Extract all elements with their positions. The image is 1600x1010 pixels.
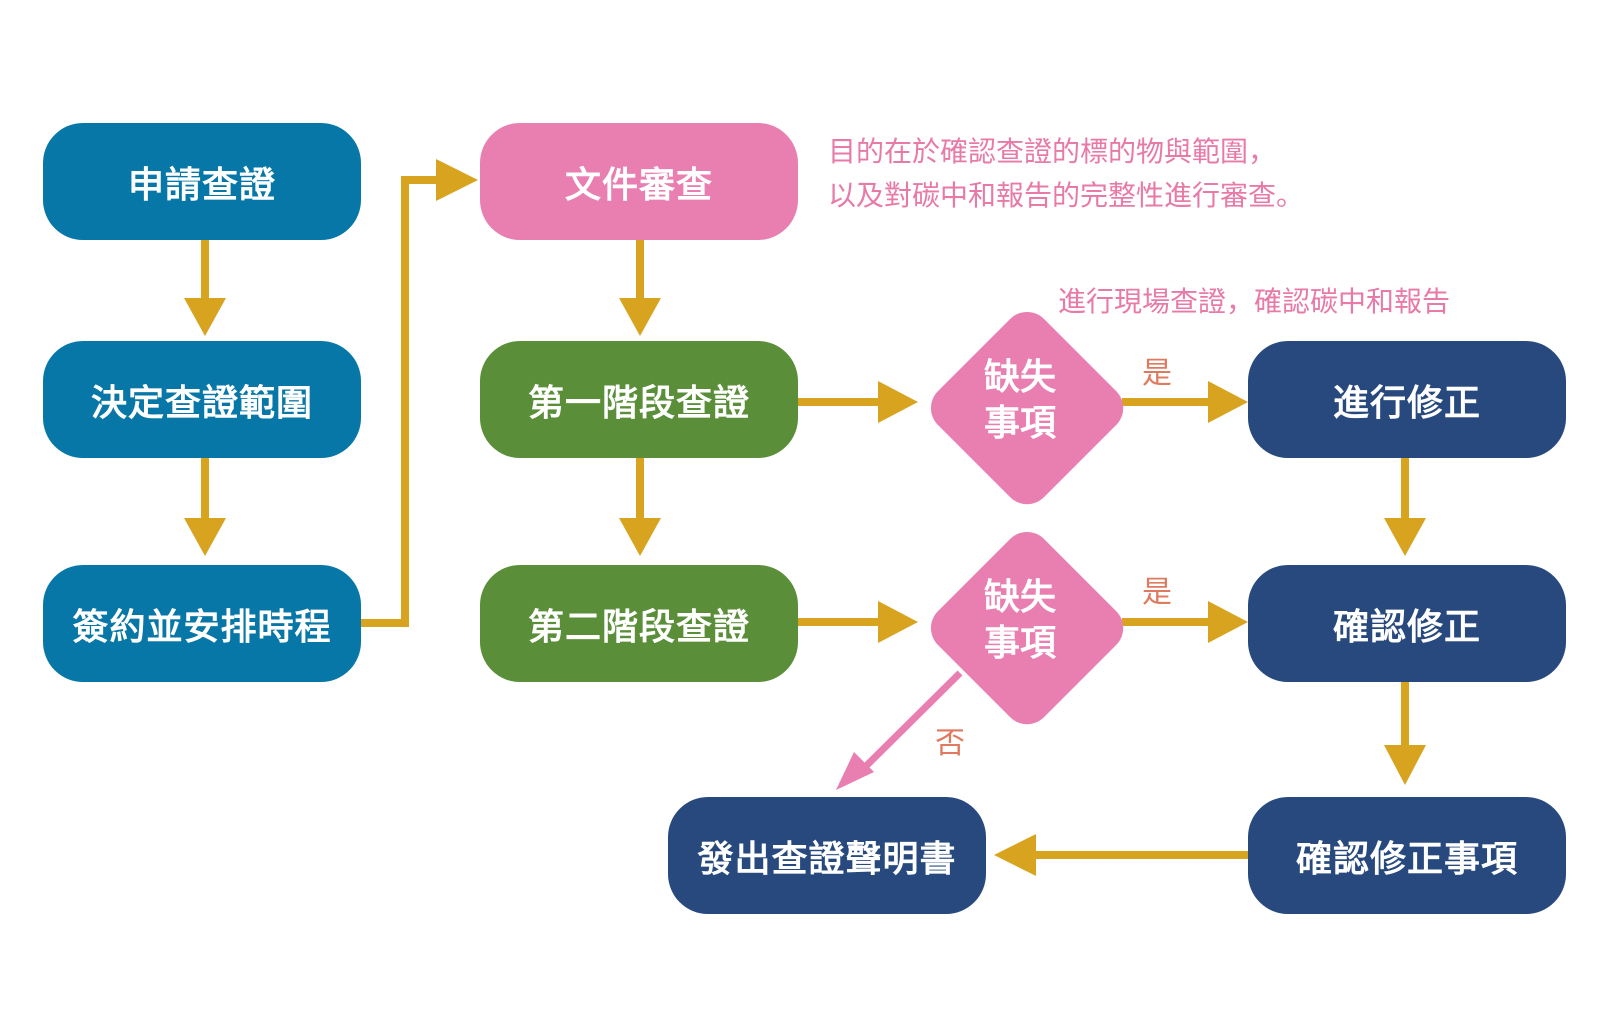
- node-apply: 申請查證: [43, 123, 361, 240]
- decision-2-text: 缺失 事項: [960, 575, 1080, 667]
- node-fix: 進行修正: [1248, 341, 1566, 458]
- node-doc-review: 文件審查: [480, 123, 798, 240]
- node-issue-statement: 發出查證聲明書: [668, 797, 986, 914]
- label-no: 否: [935, 726, 965, 761]
- node-contract: 簽約並安排時程: [43, 565, 361, 682]
- arrowhead: [878, 601, 918, 643]
- decision-1-line2: 事項: [983, 403, 1056, 444]
- arrowhead: [878, 381, 918, 423]
- arrowhead: [619, 298, 661, 336]
- arrowhead: [1208, 381, 1248, 423]
- note-onsite: 進行現場查證，確認碳中和報告: [1058, 285, 1451, 318]
- arrowhead: [1384, 745, 1426, 785]
- decision-diamond-2: [930, 531, 1124, 725]
- decision-diamond-1: [930, 311, 1124, 505]
- note-doc-line1: 目的在於確認查證的標的物與範圍，: [828, 135, 1277, 168]
- arrowhead: [436, 159, 478, 201]
- arrowhead: [836, 752, 874, 790]
- note-doc-review: 目的在於確認查證的標的物與範圍， 以及對碳中和報告的完整性進行審查。: [828, 130, 1304, 218]
- decision-2-line1: 缺失: [983, 577, 1056, 618]
- node-confirm-fix: 確認修正: [1248, 565, 1566, 682]
- arrow-contract-to-docreview: [360, 176, 440, 627]
- arrowhead: [619, 518, 661, 556]
- node-confirm-items: 確認修正事項: [1248, 797, 1566, 914]
- node-scope: 決定查證範圍: [43, 341, 361, 458]
- label-yes-2: 是: [1142, 575, 1172, 610]
- arrow-defect2-to-issue: [857, 670, 963, 775]
- arrowhead: [1208, 601, 1248, 643]
- label-yes-1: 是: [1142, 356, 1172, 391]
- note-doc-line2: 以及對碳中和報告的完整性進行審查。: [828, 179, 1305, 212]
- node-stage2: 第二階段查證: [480, 565, 798, 682]
- arrowhead: [184, 298, 226, 336]
- arrowhead: [184, 518, 226, 556]
- node-stage1: 第一階段查證: [480, 341, 798, 458]
- arrowhead: [1384, 518, 1426, 556]
- decision-1-text: 缺失 事項: [960, 355, 1080, 447]
- arrowhead: [994, 834, 1036, 876]
- decision-1-line1: 缺失: [983, 357, 1056, 398]
- decision-2-line2: 事項: [983, 623, 1056, 664]
